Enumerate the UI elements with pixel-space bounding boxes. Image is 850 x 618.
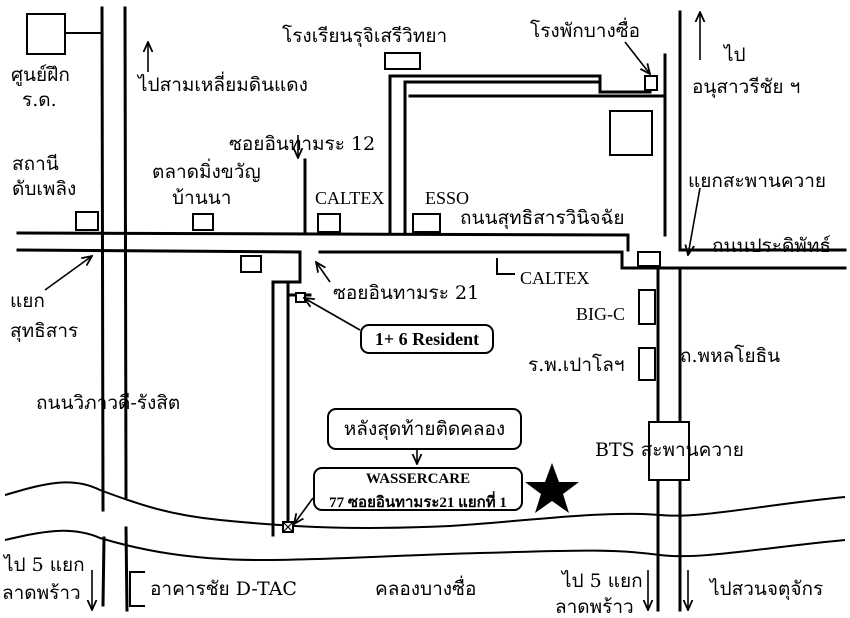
caltex-mid-mark <box>496 258 515 275</box>
label-paolo-hospital: ร.พ.เปาโลฯ <box>528 354 625 376</box>
label-praditphat-road: ถนนประดิพัทธ์ <box>712 235 831 257</box>
vibhavadi-road-left-low <box>101 536 106 607</box>
label-bts: BTS สะพานควาย <box>595 439 744 461</box>
canal-lower <box>4 529 846 562</box>
praditphat-corner-building <box>637 251 661 267</box>
small-building-a <box>240 255 262 273</box>
label-fire-station-1: สถานี <box>12 153 59 175</box>
vibhavadi-road-right-low <box>124 526 129 612</box>
label-victory-monument: อนุสาวรีชัย ฯ <box>692 76 801 98</box>
callout-wassercare: WASSERCARE 77 ซอยอินทามระ21 แยกที่ 1 <box>313 467 523 511</box>
star-icon <box>525 463 579 513</box>
label-soi-21: ซอยอินทามระ 21 <box>333 282 480 304</box>
callout-wassercare-address: 77 ซอยอินทามระ21 แยกที่ 1 <box>329 495 507 511</box>
label-sutthisan-junction-2: สุทธิสาร <box>10 320 79 342</box>
police-station-building <box>644 75 658 91</box>
callout-wassercare-name: WASSERCARE <box>365 471 471 487</box>
vibhavadi-road-left <box>100 6 105 512</box>
label-to-chatuchak: ไปสวนจตุจักร <box>710 578 824 600</box>
arrow-soi21-icon <box>316 262 331 283</box>
training-center-building <box>26 13 66 55</box>
arrow-saphankhwai-icon <box>688 187 701 255</box>
label-phahon-road: ถ.พหลโยธิน <box>680 345 781 367</box>
arrow-police-icon <box>624 41 650 74</box>
label-ladprao-left: ลาดพร้าว <box>2 582 81 604</box>
vibhavadi-road-right <box>123 6 128 499</box>
hospital-building <box>638 347 656 381</box>
label-vibhavadi-road: ถนนวิภาวดี-รังสิต <box>36 392 181 414</box>
school-lane <box>388 74 652 94</box>
callout-behind-text: หลังสุดท้ายติดคลอง <box>343 418 506 440</box>
label-rd: ร.ด. <box>22 89 57 111</box>
label-market-2: บ้านนา <box>172 187 232 209</box>
school-building <box>384 52 421 70</box>
label-sutthisan-junction-1: แยก <box>10 290 45 312</box>
arrow-resident-icon <box>304 298 361 331</box>
label-to-5-left: ไป 5 แยก <box>4 554 85 576</box>
label-training-center: ศูนย์ฝึก <box>11 64 70 86</box>
sutthisan-road-bottom <box>16 248 302 254</box>
caltex-top-building <box>317 213 341 233</box>
dtac-bracket <box>129 571 145 607</box>
label-school: โรงเรียนรุจิเสรีวิทยา <box>282 25 448 47</box>
callout-resident-text: 1+ 6 Resident <box>374 328 480 349</box>
canal-upper <box>4 481 846 529</box>
arrow-wassercare-icon <box>294 497 314 524</box>
label-sutthisan-road: ถนนสุทธิสารวินิจฉัย <box>460 207 625 229</box>
label-bangsue-depot: โรงพักบางซื่อ <box>530 20 641 42</box>
callout-behind: หลังสุดท้ายติดคลอง <box>327 408 522 450</box>
label-bigc: BIG-C <box>576 304 625 324</box>
label-soi-12: ซอยอินทามระ 12 <box>229 133 376 155</box>
callout-resident: 1+ 6 Resident <box>360 324 494 354</box>
label-caltex-top: CALTEX <box>315 188 385 208</box>
label-saphan-khwai-junction: แยกสะพานควาย <box>688 170 827 192</box>
label-esso: ESSO <box>425 188 470 208</box>
arrow-sutthisan-icon <box>44 256 92 291</box>
label-fire-station-2: ดับเพลิง <box>12 178 77 200</box>
label-ladprao-right: ลาดพร้าว <box>555 596 634 618</box>
resident-marker <box>295 292 306 303</box>
sutthisan-road-top <box>16 231 630 237</box>
esso-building <box>412 213 441 233</box>
label-bangsue-canal: คลองบางซื่อ <box>375 578 477 600</box>
bts-station <box>648 421 690 481</box>
label-to-samliam: ไปสามเหลี่ยมดินแดง <box>138 74 308 96</box>
label-caltex-mid: CALTEX <box>520 268 590 288</box>
bigc-building <box>638 289 656 325</box>
label-to: ไป <box>724 44 746 66</box>
label-market-1: ตลาดมิ่งขวัญ <box>152 161 261 183</box>
label-to-5-right: ไป 5 แยก <box>562 570 643 592</box>
market-building <box>192 213 214 231</box>
fire-station-building <box>75 211 99 231</box>
big-square-building <box>609 110 653 156</box>
label-dtac: อาคารชัย D-TAC <box>150 578 297 600</box>
